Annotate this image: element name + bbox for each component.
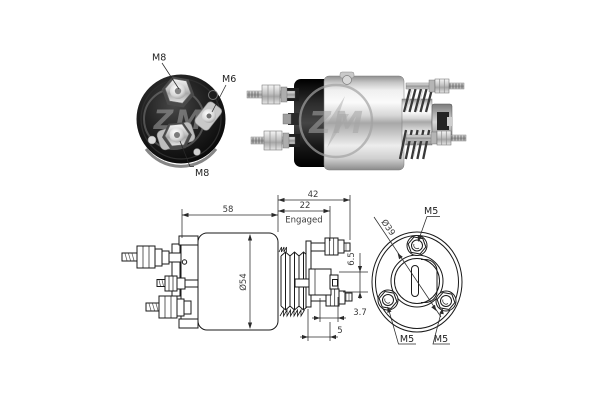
dim-bolt-circle-39: Ø39	[379, 217, 398, 238]
bolt-right-m5	[435, 290, 457, 312]
bolt-top-m5	[406, 235, 428, 256]
drawn-rod-top	[310, 237, 351, 256]
leader-m5-top	[418, 216, 440, 241]
dim-22: 22	[300, 201, 311, 211]
drawn-stud-bottom	[145, 295, 192, 319]
label-m6: M6	[222, 74, 236, 85]
front-drawing-labels: M5 M5 M5	[387, 206, 450, 345]
leader-m8-bottom	[179, 140, 194, 167]
cap-bottom-flange	[144, 148, 218, 168]
drawn-fork	[294, 268, 339, 296]
leader-m8-top	[161, 62, 180, 90]
label-m5-right: M5	[434, 334, 448, 345]
lightning-bolt-icon	[327, 96, 349, 148]
leader-m5-left	[388, 308, 416, 345]
engaged-label: Engaged	[285, 216, 322, 226]
side-drawing-outline	[121, 232, 353, 331]
dim-6-5: 6.5	[347, 252, 357, 266]
dim-diameter-54: Ø54	[238, 273, 249, 291]
side-right-studs	[405, 78, 467, 146]
front-view-drawing: Ø39 M5 M5 M5	[371, 206, 463, 345]
cap-detail-hole	[181, 259, 188, 265]
side-cap	[294, 79, 332, 167]
side-view-drawing: 42 58 22 Engaged Ø54 6.5 3	[121, 190, 368, 341]
bolt-left-m5	[377, 289, 399, 311]
drawn-stud-top	[121, 245, 182, 269]
cap-ear-bottom	[178, 318, 199, 329]
dim-3-7: 3.7	[353, 308, 367, 318]
stud-threads	[449, 83, 463, 89]
dim-58: 58	[223, 205, 234, 215]
bolt-circle-dim-line	[373, 216, 442, 318]
stud-threads	[451, 135, 465, 141]
label-m5-top: M5	[424, 206, 438, 217]
rear-photo-labels: M8 M6 M8	[152, 53, 236, 180]
side-view-photo: ZM	[246, 71, 467, 171]
stud-threads	[248, 91, 259, 98]
label-m8-bottom: M8	[195, 168, 209, 179]
pilot-boss-inner	[394, 258, 440, 304]
d-profile	[421, 259, 438, 303]
rear-terminal-side-m6	[194, 90, 222, 131]
drawn-stud-middle	[156, 275, 199, 292]
side-left-studs	[246, 84, 300, 151]
side-drawing-dimensions: 42 58 22 Engaged Ø54 6.5 3	[181, 190, 368, 341]
center-slot	[411, 265, 419, 297]
rear-terminal-top-m8	[161, 76, 195, 108]
flange-outer-circle	[371, 231, 463, 333]
dim-5: 5	[337, 326, 342, 336]
cylinder-rivet	[342, 75, 352, 85]
leader-m6	[211, 84, 227, 113]
dim-42: 42	[308, 190, 319, 200]
watermark-text-side: ZM	[308, 106, 365, 141]
label-m5-left: M5	[400, 334, 414, 345]
label-m8-top: M8	[152, 53, 166, 64]
stud-threads	[252, 137, 263, 144]
leader-m5-right	[432, 310, 450, 345]
rear-terminal-bottom-m8	[147, 121, 201, 156]
rear-view-photo: ZM M8	[136, 53, 236, 180]
side-watermark: ZM	[298, 83, 374, 159]
drawn-body	[197, 232, 279, 331]
